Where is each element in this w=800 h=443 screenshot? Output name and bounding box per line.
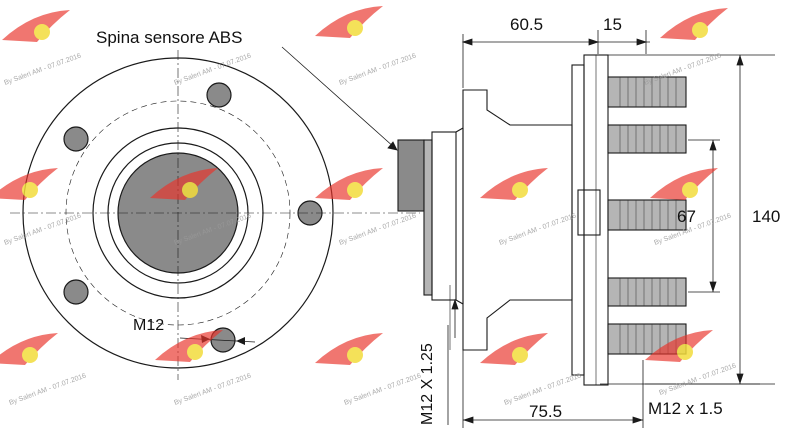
label-dim-outer-diameter: 140	[752, 207, 780, 226]
dimension-lines	[447, 30, 775, 428]
watermark-logo	[480, 333, 548, 365]
watermark-text: By Saleri AM - 07.07.2016	[3, 212, 82, 246]
watermark-logo	[155, 330, 223, 362]
hub-pilot	[577, 189, 601, 236]
label-dim-flange: 15	[603, 15, 622, 34]
watermark-text: By Saleri AM - 07.07.2016	[8, 372, 87, 406]
label-thread-front: M12	[133, 317, 164, 334]
watermark-logo	[315, 6, 383, 38]
watermark-logo	[2, 10, 70, 42]
abs-callout	[281, 46, 398, 151]
watermark-logo	[0, 333, 58, 365]
wheel-studs	[607, 76, 687, 355]
bearing-body	[431, 131, 457, 301]
watermark-logo	[315, 333, 383, 365]
stud-threads	[619, 77, 677, 354]
bolt-hole	[206, 82, 232, 108]
watermark-text: By Saleri AM - 07.07.2016	[498, 212, 577, 246]
label-stud-thread: M12 x 1.5	[648, 399, 723, 418]
bolt-hole	[63, 279, 89, 305]
watermark-logo	[0, 168, 58, 200]
watermark-logo	[315, 168, 383, 200]
label-thread-vertical: M12 X 1.25	[419, 343, 436, 425]
watermark-logo	[150, 168, 218, 200]
abs-ring-dark	[397, 139, 425, 212]
label-dim-pcd: 67	[677, 207, 696, 226]
side-view	[397, 54, 687, 386]
label-dim-width: 60.5	[510, 15, 543, 34]
watermark-text: By Saleri AM - 07.07.2016	[343, 372, 422, 406]
label-abs-pin: Spina sensore ABS	[96, 28, 242, 47]
watermark-text: By Saleri AM - 07.07.2016	[658, 362, 737, 396]
watermark-logo	[660, 8, 728, 40]
bolt-hole	[63, 126, 89, 152]
label-dim-length: 75.5	[529, 402, 562, 421]
watermark-text: By Saleri AM - 07.07.2016	[3, 52, 82, 86]
watermark-logo	[480, 168, 548, 200]
watermark-text: By Saleri AM - 07.07.2016	[338, 212, 417, 246]
watermark-text: By Saleri AM - 07.07.2016	[173, 372, 252, 406]
watermark-logo	[645, 330, 713, 362]
watermark-logo	[650, 168, 718, 200]
abs-ring-light	[423, 139, 433, 296]
front-view	[10, 50, 420, 380]
watermark-text: By Saleri AM - 07.07.2016	[338, 52, 417, 86]
